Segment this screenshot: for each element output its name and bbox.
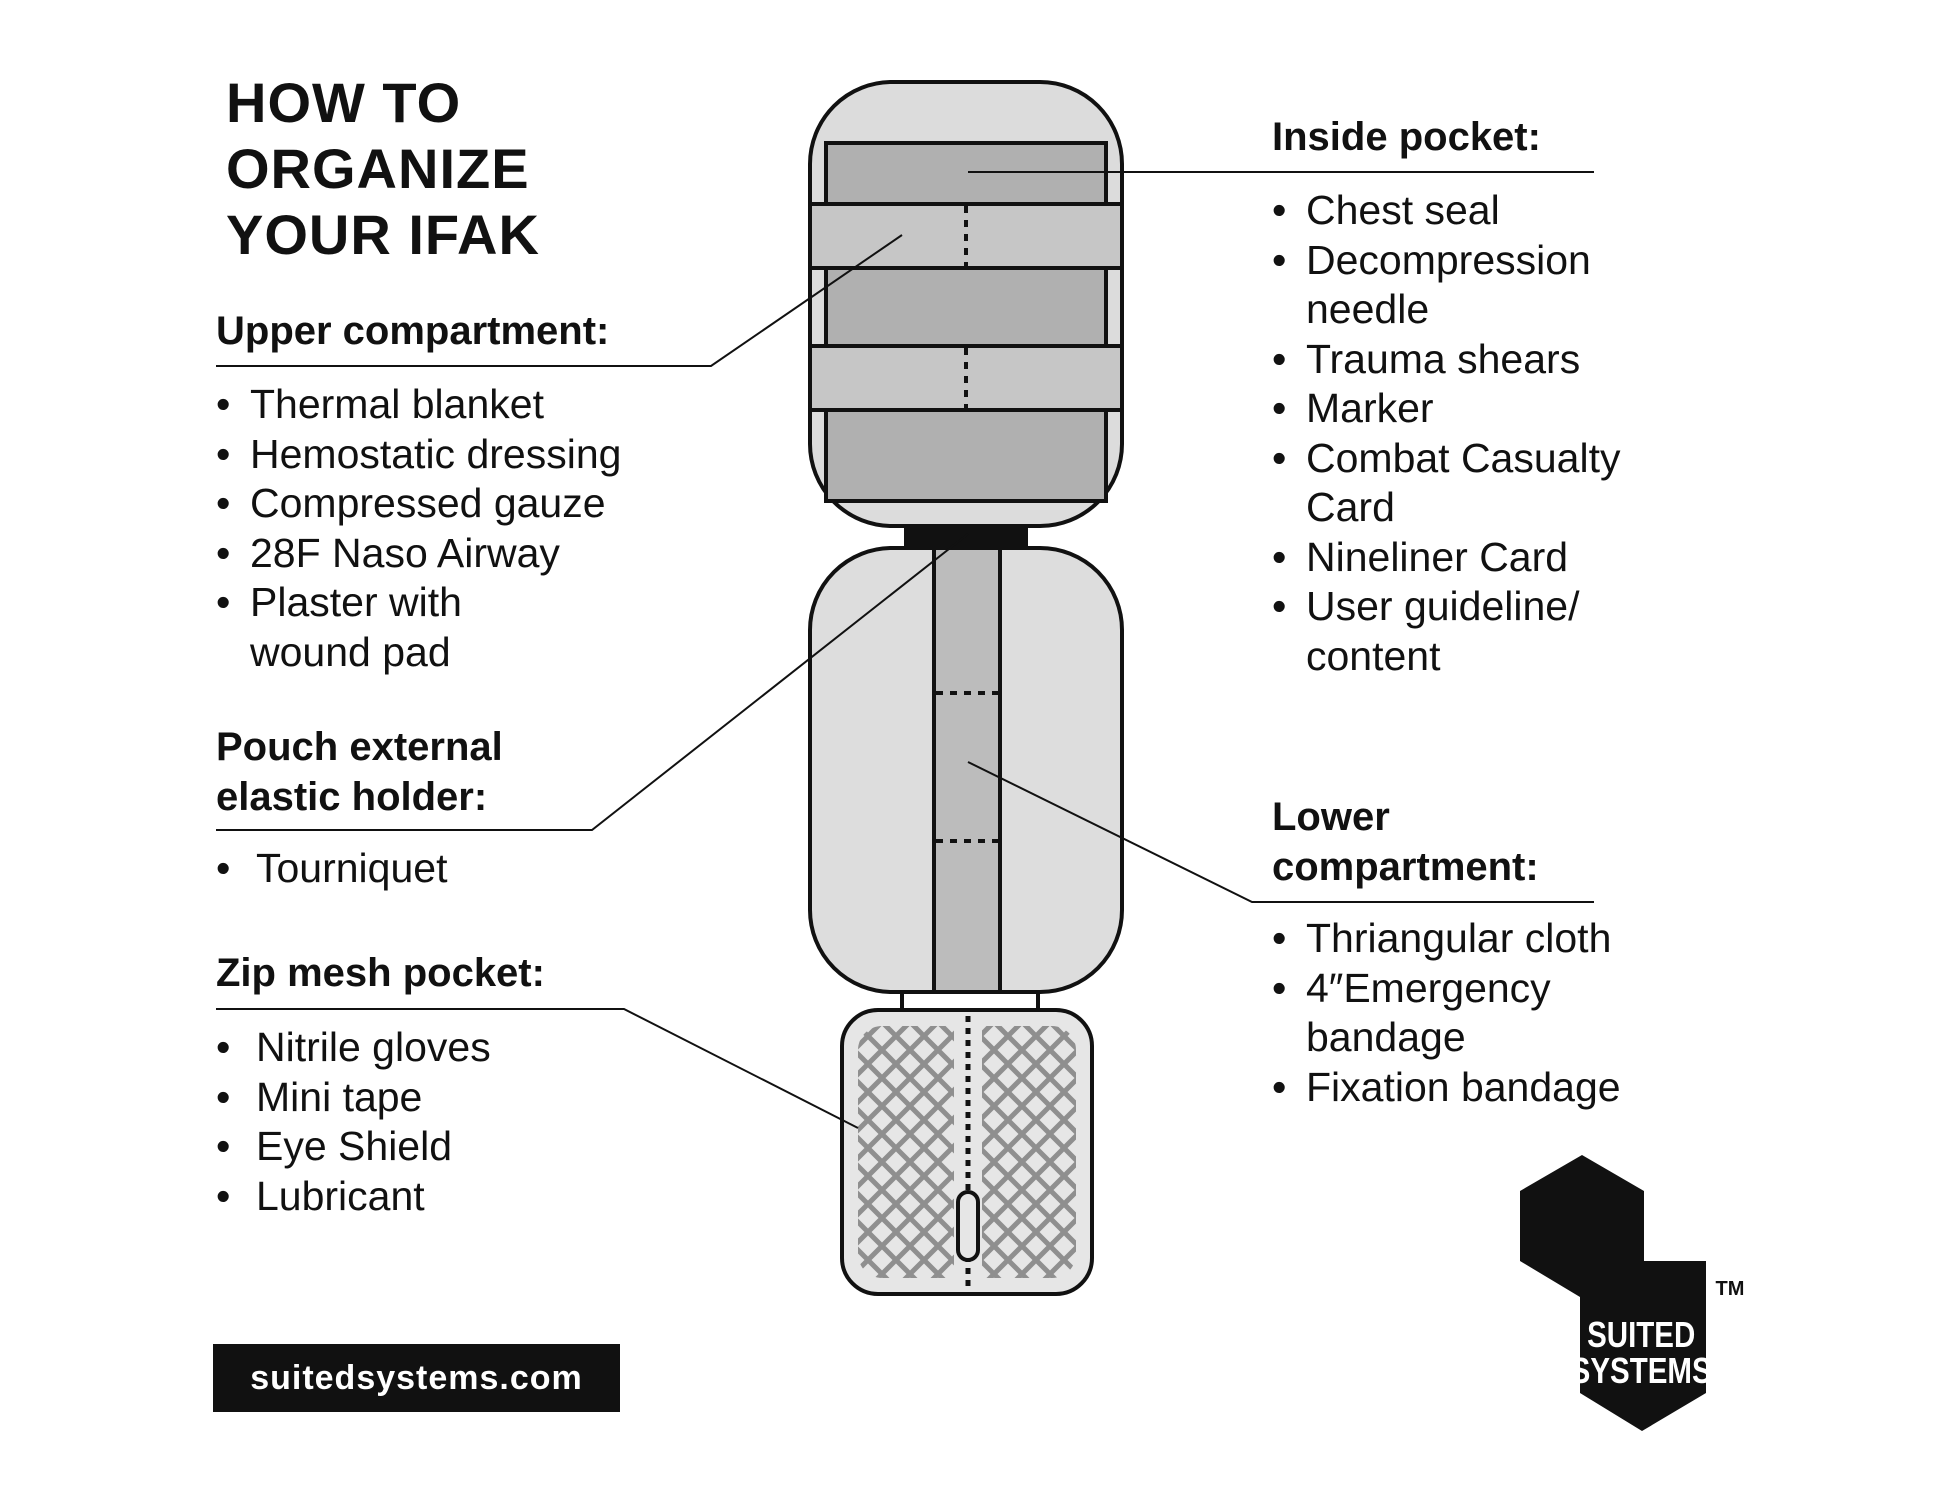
- list-item: Lubricant: [216, 1172, 696, 1222]
- list-item: Nineliner Card: [1272, 533, 1692, 583]
- inside-pocket-heading: Inside pocket:: [1272, 115, 1541, 159]
- title-line-1: HOW TO: [226, 71, 462, 134]
- list-item: Marker: [1272, 384, 1692, 434]
- external-holder-heading-line-1: Pouch external: [216, 725, 503, 769]
- list-item: Fixation bandage: [1272, 1063, 1712, 1113]
- title-line-2: ORGANIZE: [226, 137, 530, 200]
- suited-systems-logo: SUITED SYSTEMS TM: [1510, 1155, 1750, 1431]
- list-item: Nitrile gloves: [216, 1023, 696, 1073]
- lower-compartment-heading-line-1: Lower: [1272, 795, 1390, 839]
- list-item: Plaster with wound pad: [216, 578, 540, 677]
- list-item: Thriangular cloth: [1272, 914, 1712, 964]
- page-title: HOW TO ORGANIZE YOUR IFAK: [226, 70, 540, 268]
- upper-compartment-list: Thermal blanket Hemostatic dressing Comp…: [216, 380, 736, 677]
- lower-compartment-list: Thriangular cloth 4″Emergency bandage Fi…: [1272, 914, 1712, 1112]
- list-item: Combat Casualty Card: [1272, 434, 1666, 533]
- trademark-symbol: TM: [1716, 1278, 1745, 1300]
- list-item: Eye Shield: [216, 1122, 696, 1172]
- logo-text-line-2: SYSTEMS: [1571, 1350, 1712, 1390]
- external-holder-section: Pouch external elastic holder:: [216, 722, 503, 822]
- inside-pocket-section: Inside pocket:: [1272, 112, 1541, 162]
- connector-strap: [904, 526, 1028, 548]
- zip-mesh-section: Zip mesh pocket:: [216, 948, 545, 998]
- lower-compartment-heading-line-2: compartment:: [1272, 845, 1539, 889]
- zip-mesh-heading: Zip mesh pocket:: [216, 951, 545, 995]
- hexagon-logo-icon: SUITED SYSTEMS TM: [1520, 1155, 1745, 1431]
- inside-pocket-list: Chest seal Decompression needle Trauma s…: [1272, 186, 1692, 681]
- list-item: Thermal blanket: [216, 380, 736, 430]
- list-item: Tourniquet: [216, 844, 696, 894]
- leader-lines: [216, 171, 1594, 1129]
- website-link[interactable]: suitedsystems.com: [213, 1344, 620, 1412]
- list-item: Compressed gauze: [216, 479, 736, 529]
- zip-mesh-list: Nitrile gloves Mini tape Eye Shield Lubr…: [216, 1023, 696, 1221]
- upper-compartment-shape: [808, 80, 1124, 528]
- list-item: Mini tape: [216, 1073, 696, 1123]
- lower-compartment-shape: [808, 546, 1124, 994]
- upper-compartment-section: Upper compartment:: [216, 306, 609, 356]
- list-item: Chest seal: [1272, 186, 1692, 236]
- list-item: 4″Emergency bandage: [1272, 964, 1636, 1063]
- logo-text-line-1: SUITED: [1587, 1314, 1695, 1354]
- upper-compartment-heading: Upper compartment:: [216, 309, 610, 353]
- external-holder-heading-line-2: elastic holder:: [216, 775, 488, 819]
- list-item: User guideline/ content: [1272, 582, 1636, 681]
- list-item: Decompression needle: [1272, 236, 1636, 335]
- external-holder-list: Tourniquet: [216, 844, 696, 894]
- zip-mesh-pocket-shape: [840, 1008, 1094, 1296]
- list-item: 28F Naso Airway: [216, 529, 736, 579]
- lower-compartment-section: Lower compartment:: [1272, 792, 1539, 892]
- list-item: Hemostatic dressing: [216, 430, 736, 480]
- title-line-3: YOUR IFAK: [226, 203, 540, 266]
- list-item: Trauma shears: [1272, 335, 1692, 385]
- lower-connector: [900, 990, 1040, 1012]
